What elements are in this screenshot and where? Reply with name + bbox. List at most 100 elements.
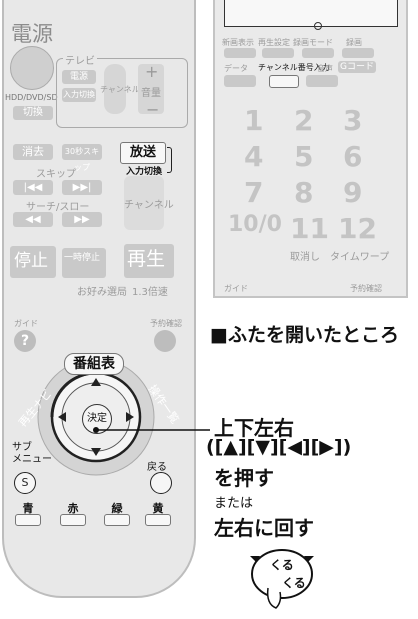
key-1[interactable]: 1 xyxy=(244,104,264,137)
tv-group-frame xyxy=(56,58,188,128)
switch-button[interactable]: 切換 xyxy=(13,106,53,120)
guide-button[interactable]: ? xyxy=(14,330,36,352)
rec-mode-label: 録画モード xyxy=(293,38,333,47)
data-label: データ xyxy=(224,64,248,73)
key-11[interactable]: 11 xyxy=(290,212,329,245)
tv-channel-label: チャンネル xyxy=(100,85,140,94)
gcode-button[interactable]: Gコード xyxy=(338,61,376,73)
rotate-icon xyxy=(250,549,314,609)
tv-volume-rocker[interactable] xyxy=(138,64,164,114)
dpad-down-button[interactable] xyxy=(88,446,104,460)
audio-label: 音声 xyxy=(317,64,333,73)
audio-button[interactable] xyxy=(306,75,338,87)
inner-display xyxy=(224,0,398,27)
key-4[interactable]: 4 xyxy=(244,140,264,173)
skip-label: スキップ xyxy=(36,169,76,180)
broadcast-bracket xyxy=(167,147,172,173)
program-guide-button[interactable]: 番組表 xyxy=(64,353,124,375)
stop-label: 停止 xyxy=(14,251,48,271)
red-button[interactable] xyxy=(60,514,86,526)
reserve-confirm-button[interactable] xyxy=(154,330,176,352)
channel-num-input-button[interactable] xyxy=(269,75,299,88)
play-label: 再生 xyxy=(127,248,166,270)
lid-open-caption: ■ふたを開いたところ xyxy=(210,324,399,346)
skip-30s-button[interactable]: 30秒スキップ xyxy=(62,144,102,172)
key-5[interactable]: 5 xyxy=(294,140,314,173)
volume-label: 音量 xyxy=(141,88,161,99)
key-7[interactable]: 7 xyxy=(244,176,264,209)
channel-rocker[interactable] xyxy=(124,176,164,230)
yellow-label: 黄 xyxy=(152,502,164,515)
blue-button[interactable] xyxy=(15,514,41,526)
channel-num-input-label: チャンネル番号入力 xyxy=(258,63,330,72)
rewind-button[interactable]: ◀◀ xyxy=(13,212,53,227)
dpad-ring-graphic xyxy=(37,358,155,476)
kuru-text-2: くる xyxy=(282,576,306,590)
direction-caption-2: ([▲][▼][◀][▶]) xyxy=(206,436,352,458)
kuru-text-1: くる xyxy=(270,558,294,572)
direction-caption-1: 上下左右 xyxy=(214,416,294,440)
sub-menu-label-2: メニュー xyxy=(12,454,52,465)
new-display-button[interactable] xyxy=(224,48,256,58)
play-setting-label: 再生設定 xyxy=(258,38,290,47)
back-label: 戻る xyxy=(147,462,167,473)
key-9[interactable]: 9 xyxy=(343,176,363,209)
back-button[interactable] xyxy=(150,472,172,494)
play-setting-button[interactable] xyxy=(262,48,294,58)
blue-label: 青 xyxy=(22,502,34,515)
reserve-confirm-label: 予約確認 xyxy=(150,319,182,328)
pause-button[interactable] xyxy=(62,248,106,278)
yellow-button[interactable] xyxy=(145,514,171,526)
broadcast-button[interactable]: 放送 xyxy=(120,142,166,164)
time-warp-label: タイムワープ xyxy=(330,252,390,263)
channel-label-2: チャンネル xyxy=(124,200,174,211)
new-display-label: 新画表示 xyxy=(222,38,254,47)
key-3[interactable]: 3 xyxy=(343,104,363,137)
favorite-scene-label: お好み選局 xyxy=(77,287,127,298)
inner-guide-label: ガイド xyxy=(224,284,248,293)
sub-menu-button[interactable]: S xyxy=(14,472,36,494)
callout-line xyxy=(93,427,210,433)
dpad-up-button[interactable] xyxy=(88,380,104,394)
skip-forward-button[interactable]: ▶▶| xyxy=(62,180,102,195)
or-label: または xyxy=(214,496,254,511)
pause-label: 一時停止 xyxy=(64,253,101,263)
volume-down-icon: − xyxy=(146,100,160,119)
green-button[interactable] xyxy=(104,514,130,526)
dpad-left-button[interactable] xyxy=(54,410,68,426)
erase-button[interactable]: 消去 xyxy=(13,144,53,160)
search-slow-label: サーチ/スロー xyxy=(26,202,90,213)
sub-menu-label-1: サブ xyxy=(12,442,32,453)
input-switch-label: 入力切換 xyxy=(126,167,163,177)
inner-reserve-confirm-label: 予約確認 xyxy=(350,284,382,293)
red-label: 赤 xyxy=(67,502,79,515)
guide-label: ガイド xyxy=(14,319,38,328)
volume-up-icon: + xyxy=(145,62,159,81)
key-2[interactable]: 2 xyxy=(294,104,314,137)
rec-mode-button[interactable] xyxy=(302,48,334,58)
green-label: 緑 xyxy=(111,502,123,515)
play-button[interactable] xyxy=(124,244,174,278)
key-12[interactable]: 12 xyxy=(338,212,377,245)
skip-back-button[interactable]: |◀◀ xyxy=(13,180,53,195)
direction-caption-3: を押す xyxy=(214,466,274,490)
tv-input-button[interactable]: 入力切換 xyxy=(62,88,96,102)
key-8[interactable]: 8 xyxy=(294,176,314,209)
record-label: 録画 xyxy=(346,38,362,47)
power-label: 電源 xyxy=(11,22,53,46)
rotate-caption: 左右に回す xyxy=(214,516,314,540)
fast-forward-button[interactable]: ▶▶ xyxy=(62,212,102,227)
record-button[interactable] xyxy=(342,48,374,58)
tv-channel-rocker[interactable] xyxy=(104,64,126,114)
key-10-0[interactable]: 10/0 xyxy=(228,212,282,237)
power-button[interactable] xyxy=(10,46,54,90)
data-button[interactable] xyxy=(224,75,256,87)
sub-menu-label: サブメニュー xyxy=(12,442,52,466)
key-6[interactable]: 6 xyxy=(343,140,363,173)
tv-label: テレビ xyxy=(63,52,97,67)
stop-button[interactable] xyxy=(10,246,56,278)
indicator-circle-icon xyxy=(314,22,322,30)
tv-power-button[interactable]: 電源 xyxy=(62,70,96,84)
hdd-dvd-sd-label: HDD/DVD/SD xyxy=(5,93,58,102)
cancel-label: 取消し xyxy=(290,252,320,263)
